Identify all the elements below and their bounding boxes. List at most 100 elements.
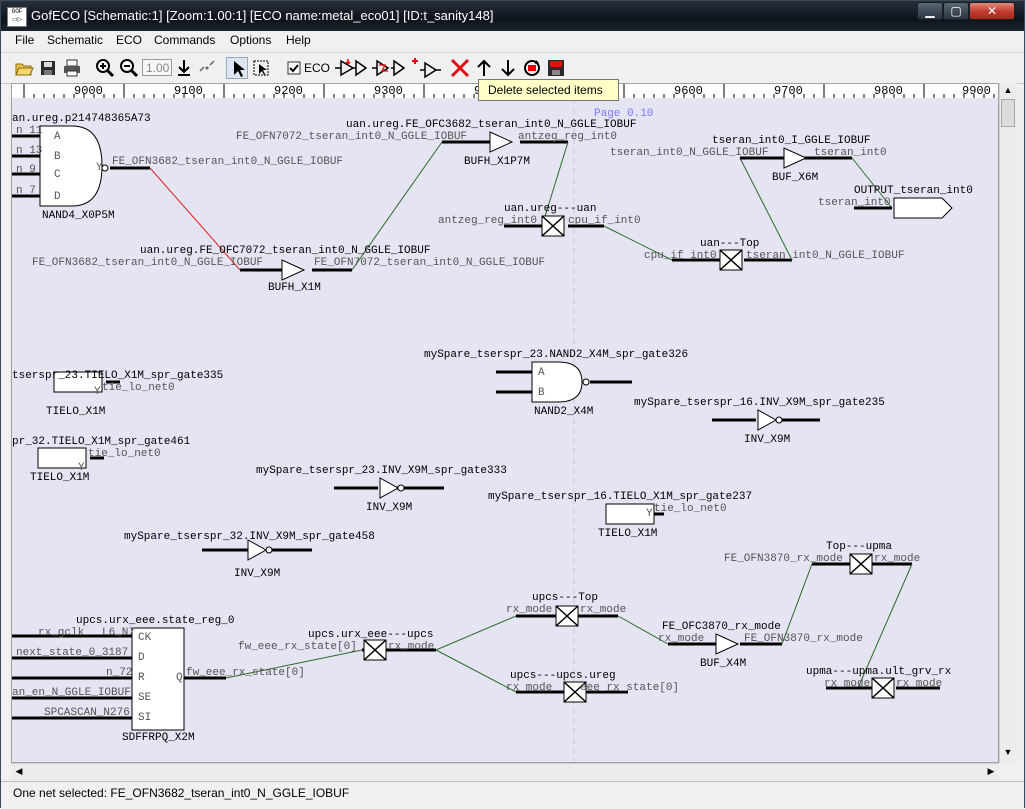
menu-help[interactable]: Help <box>286 33 311 47</box>
cell-type-label: BUFH_X1M <box>268 282 321 294</box>
eco-add-gate-button[interactable] <box>410 57 444 79</box>
net-label: rx_mode <box>896 678 942 690</box>
port-label[interactable]: OUTPUT_tseran_int0 <box>854 185 973 197</box>
instance-label[interactable]: uan---Top <box>700 238 759 250</box>
scroll-right-icon[interactable]: ▶ <box>987 766 995 776</box>
nand4-gate <box>39 125 103 207</box>
nand2-gate <box>531 361 583 403</box>
cell-type-label: SDFFRPQ_X2M <box>122 732 195 744</box>
fit-view-button[interactable] <box>196 57 218 79</box>
delete-x-icon <box>450 58 470 78</box>
pin-label: B <box>538 387 545 399</box>
cell-type-label: BUFH_X1P7M <box>464 156 530 168</box>
scroll-left-icon[interactable]: ◀ <box>15 766 23 776</box>
cell-type-label: TIELO_X1M <box>30 472 89 484</box>
eco-replace-gate-button[interactable] <box>371 57 406 79</box>
minimize-button[interactable]: ▁ <box>917 2 943 20</box>
vertical-scroll-thumb[interactable] <box>1001 99 1015 127</box>
eco-checkbox[interactable] <box>283 57 301 79</box>
area-select-button[interactable] <box>250 57 272 79</box>
insert-buffer-icon <box>335 59 368 77</box>
ruler-label: 9800 <box>874 84 903 98</box>
select-tool-button[interactable] <box>226 57 248 79</box>
instance-label[interactable]: mySpare_tserspr_23.NAND2_X4M_spr_gate326 <box>424 349 688 361</box>
horizontal-scrollbar[interactable]: ◀ ▶ <box>11 763 999 781</box>
pointer-icon <box>234 61 245 77</box>
ruler-label: 9200 <box>274 84 303 98</box>
scroll-up-icon[interactable]: ▲ <box>1003 85 1013 95</box>
instance-label[interactable]: tserspr_23.TIELO_X1M_spr_gate335 <box>12 370 223 382</box>
instance-label[interactable]: mySpare_tserspr_16.INV_X9M_spr_gate235 <box>634 397 885 409</box>
zoom-in-button[interactable] <box>94 57 116 79</box>
open-button[interactable] <box>13 57 35 79</box>
net-label: an_en_N_GGLE_IOBUF <box>12 687 131 699</box>
menu-eco[interactable]: ECO <box>116 33 143 47</box>
selected-wire[interactable] <box>149 167 241 271</box>
eco-insert-buffer-button[interactable] <box>334 57 368 79</box>
zoom-apply-button[interactable] <box>173 57 195 79</box>
inverter-gate <box>247 539 268 561</box>
move-up-button[interactable] <box>473 57 495 79</box>
title-bar[interactable]: GOF▭▷ GofECO [Schematic:1] [Zoom:1.00:1]… <box>1 1 1024 31</box>
ruler-label: 9100 <box>174 84 203 98</box>
schematic-canvas-area[interactable]: 9000 9100 9200 9300 9400 9500 9600 9700 … <box>11 83 999 763</box>
delete-selected-button[interactable] <box>449 57 471 79</box>
save-button[interactable] <box>37 57 59 79</box>
status-message: One net selected: FE_OFN3682_tseran_int0… <box>13 786 350 800</box>
wires[interactable] <box>12 134 940 720</box>
net-label: n_72 <box>106 667 132 679</box>
menu-file[interactable]: File <box>15 33 35 47</box>
ruler-label: 9700 <box>774 84 803 98</box>
instance-label[interactable]: upcs.urx_eee---upcs <box>308 629 433 641</box>
instance-label[interactable]: uan.ureg.FE_OFC3682_tseran_int0_N_GGLE_I… <box>346 119 636 131</box>
instance-label[interactable]: FE_OFC3870_rx_mode <box>662 621 781 633</box>
pin-label: Y <box>96 162 103 174</box>
instance-label[interactable]: mySpare_tserspr_16.TIELO_X1M_spr_gate237 <box>488 491 752 503</box>
zoom-level-input[interactable]: 1.00 <box>142 59 172 76</box>
inverter-gate <box>757 409 778 431</box>
vertical-scrollbar[interactable]: ▲ ▼ <box>999 83 1017 763</box>
zoom-out-icon <box>120 59 139 78</box>
pin-net-label: n 9 <box>16 164 36 176</box>
instance-label[interactable]: mySpare_tserspr_32.INV_X9M_spr_gate458 <box>124 531 375 543</box>
eco-refresh-button[interactable] <box>521 57 543 79</box>
page-label: Page 0.10 <box>594 108 653 120</box>
close-button[interactable]: ✕ <box>969 2 1015 20</box>
net-label: cpu_if_int0 <box>644 250 717 262</box>
instance-label[interactable]: Top---upma <box>826 541 892 553</box>
scroll-down-icon[interactable]: ▼ <box>1003 747 1013 757</box>
menu-schematic[interactable]: Schematic <box>47 33 104 47</box>
menu-commands[interactable]: Commands <box>154 33 216 47</box>
maximize-button[interactable]: ▢ <box>943 2 969 20</box>
eco-save-button[interactable] <box>545 57 567 79</box>
instance-label[interactable]: uan.ureg---uan <box>504 203 596 215</box>
gates[interactable] <box>37 125 953 731</box>
schematic-canvas[interactable]: 9000 9100 9200 9300 9400 9500 9600 9700 … <box>12 84 998 762</box>
instance-label[interactable]: upcs---Top <box>532 592 598 604</box>
net-label: rx_mode <box>658 633 704 645</box>
instance-label[interactable]: upcs---upcs.ureg <box>510 670 616 682</box>
move-down-button[interactable] <box>497 57 519 79</box>
instance-label[interactable]: upma---upma.ult_grv_rx <box>806 666 952 678</box>
zoom-in-icon <box>96 59 115 78</box>
instance-label[interactable]: an.ureg.p214748365A73 <box>12 113 151 125</box>
net-label: SPCASCAN_N276 <box>44 707 130 719</box>
menu-options[interactable]: Options <box>230 33 272 47</box>
cell-type-label: INV_X9M <box>366 502 412 514</box>
pin-label: Y <box>94 386 101 398</box>
net-label: antzeg_reg_int0 <box>438 215 537 227</box>
zoom-out-button[interactable] <box>118 57 140 79</box>
ruler-label: 9600 <box>674 84 703 98</box>
pin-label: Q <box>176 672 183 684</box>
tooltip: Delete selected items <box>478 79 619 101</box>
instance-label[interactable]: uan.ureg.FE_OFC7072_tseran_int0_N_GGLE_I… <box>140 245 430 257</box>
cell-type-label: NAND4_X0P5M <box>42 210 115 222</box>
instance-label[interactable]: upcs.urx_eee.state_reg_0 <box>76 615 234 627</box>
instance-label[interactable]: pr_32.TIELO_X1M_spr_gate461 <box>12 436 191 448</box>
add-gate-icon <box>412 58 441 79</box>
net-label: rx_gclk <box>38 627 85 639</box>
print-button[interactable] <box>61 57 83 79</box>
instance-label[interactable]: tseran_int0_I_GGLE_IOBUF <box>712 135 870 147</box>
area-select-icon <box>253 60 269 76</box>
instance-label[interactable]: mySpare_tserspr_23.INV_X9M_spr_gate333 <box>256 465 507 477</box>
